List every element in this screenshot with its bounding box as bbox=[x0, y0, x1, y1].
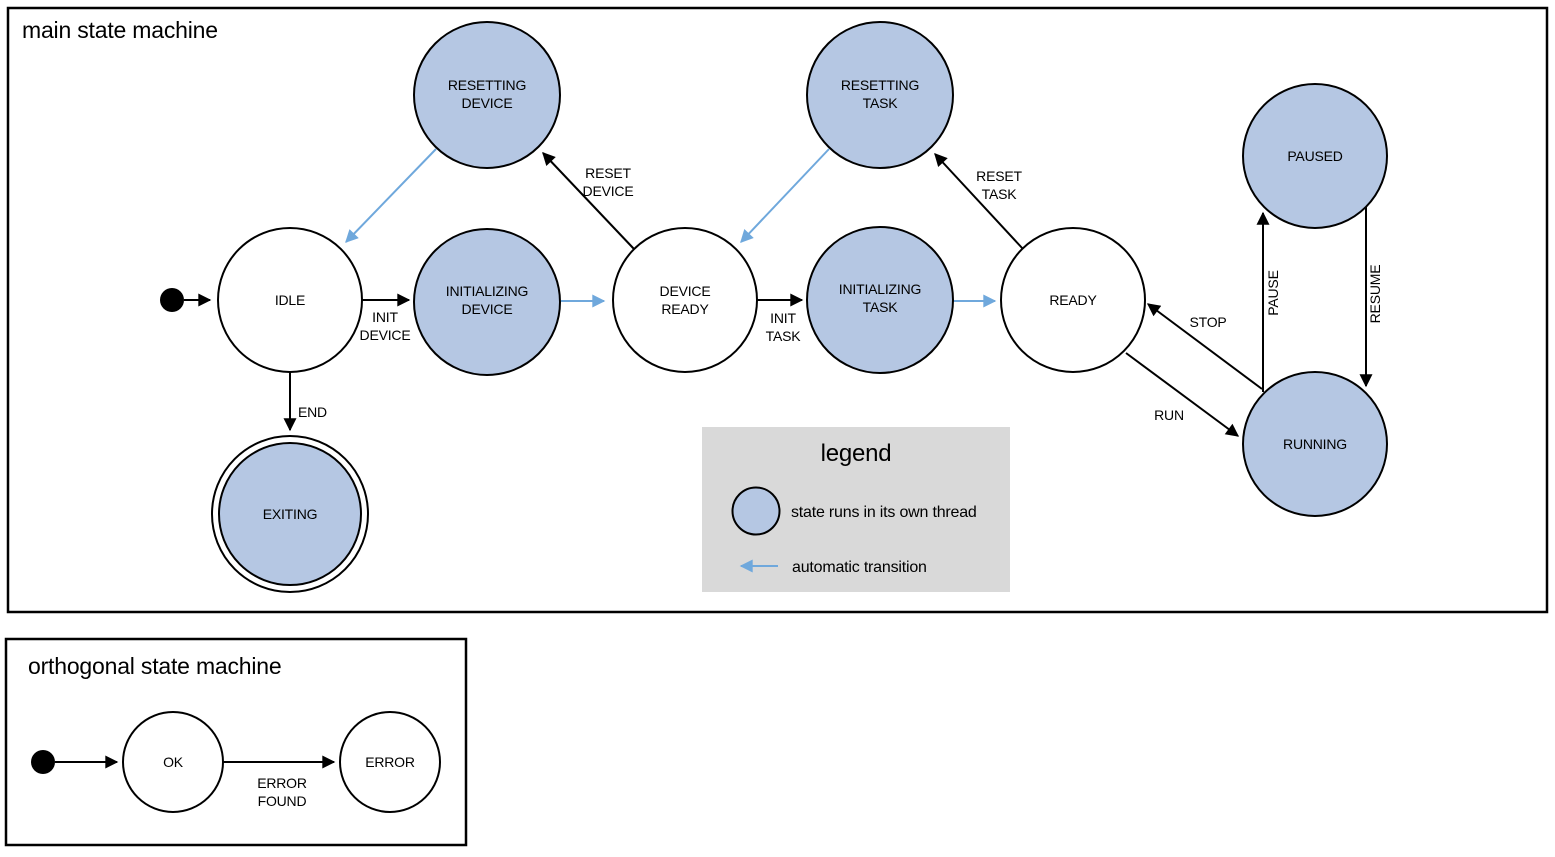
main-state-machine-frame bbox=[6, 6, 1549, 614]
transition-pause-label: PAUSE bbox=[1265, 270, 1281, 315]
transition-ready-to-resetting-task bbox=[934, 153, 1024, 250]
state-resetting-task bbox=[806, 21, 954, 169]
state-error bbox=[339, 711, 441, 813]
orthogonal-state-machine-title: orthogonal state machine bbox=[28, 653, 281, 679]
state-initializing-task-label-line1: INITIALIZING bbox=[839, 281, 921, 297]
legend-title: legend bbox=[821, 440, 892, 467]
state-idle-label: IDLE bbox=[275, 292, 305, 308]
state-resetting-device-label-line2: DEVICE bbox=[462, 95, 513, 111]
state-ok-label: OK bbox=[163, 754, 184, 770]
main-state-machine-title: main state machine bbox=[22, 17, 218, 43]
state-paused bbox=[1242, 83, 1388, 229]
state-paused-label: PAUSED bbox=[1287, 148, 1342, 164]
transition-resume-label: RESUME bbox=[1367, 265, 1383, 324]
state-device-ready-label-line1: DEVICE bbox=[660, 283, 711, 299]
transition-init-task-label-line1: INIT bbox=[770, 310, 796, 326]
legend-thread-state-swatch bbox=[731, 486, 781, 536]
state-initializing-device-label-line2: DEVICE bbox=[462, 301, 513, 317]
state-running bbox=[1242, 371, 1388, 517]
transition-running-to-ready-stop bbox=[1146, 303, 1263, 390]
transition-init-device-label-line1: INIT bbox=[372, 309, 398, 325]
transition-error-found-label-line1: ERROR bbox=[257, 775, 307, 791]
state-device-ready-label-line2: READY bbox=[661, 301, 709, 317]
state-exiting bbox=[218, 442, 362, 586]
initial-state-dot-orthogonal bbox=[31, 750, 55, 774]
state-exiting-label: EXITING bbox=[263, 506, 318, 522]
state-error-label: ERROR bbox=[365, 754, 415, 770]
orthogonal-state-machine-frame bbox=[4, 637, 468, 847]
state-ready-label: READY bbox=[1049, 292, 1097, 308]
state-initializing-task-label-line2: TASK bbox=[863, 299, 899, 315]
state-initializing-device bbox=[413, 228, 561, 376]
state-initializing-device-label-line1: INITIALIZING bbox=[446, 283, 528, 299]
transition-device-ready-to-resetting-device bbox=[542, 152, 635, 250]
initial-state-dot-main bbox=[160, 288, 184, 312]
transition-reset-device-label-line2: DEVICE bbox=[583, 183, 634, 199]
auto-transition-resetting-task-to-device-ready bbox=[740, 148, 830, 243]
state-idle bbox=[217, 227, 363, 373]
state-resetting-device-label-line1: RESETTING bbox=[448, 77, 526, 93]
state-resetting-task-label-line2: TASK bbox=[863, 95, 899, 111]
state-resetting-device bbox=[413, 21, 561, 169]
transition-reset-task-label-line1: RESET bbox=[976, 168, 1022, 184]
state-running-label: RUNNING bbox=[1283, 436, 1347, 452]
transition-ready-to-running-run bbox=[1125, 352, 1240, 437]
transition-stop-label: STOP bbox=[1189, 314, 1226, 330]
legend-auto-transition-caption: automatic transition bbox=[792, 559, 927, 576]
state-ready bbox=[1000, 227, 1146, 373]
auto-transition-resetting-device-to-idle bbox=[345, 148, 437, 243]
state-initializing-task bbox=[806, 226, 954, 374]
transition-init-task-label-line2: TASK bbox=[766, 328, 802, 344]
transition-end-label: END bbox=[298, 404, 327, 420]
transition-reset-device-label-line1: RESET bbox=[585, 165, 631, 181]
transition-run-label: RUN bbox=[1154, 407, 1184, 423]
transition-error-found-label-line2: FOUND bbox=[258, 793, 307, 809]
legend-thread-state-caption: state runs in its own thread bbox=[791, 504, 977, 521]
transition-reset-task-label-line2: TASK bbox=[982, 186, 1018, 202]
transition-init-device-label-line2: DEVICE bbox=[360, 327, 411, 343]
state-resetting-task-label-line1: RESETTING bbox=[841, 77, 919, 93]
state-device-ready bbox=[612, 227, 758, 373]
